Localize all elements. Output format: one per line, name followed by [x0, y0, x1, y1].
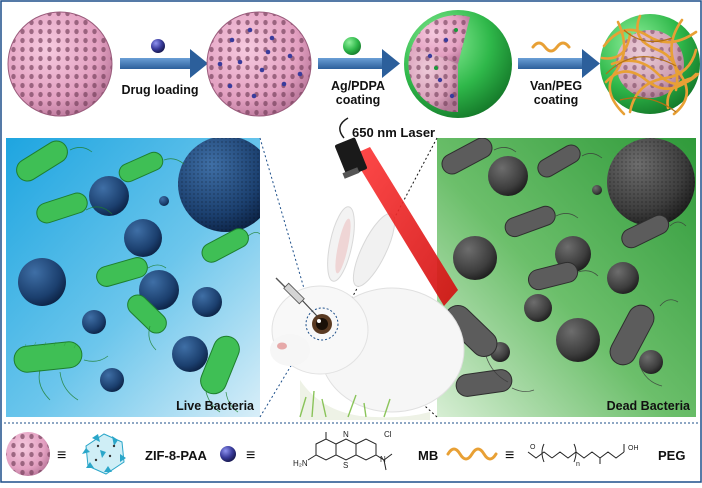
- peg-coated-sphere-icon: [600, 14, 700, 116]
- rabbit-icon: [270, 206, 465, 420]
- step-ag-pdpa-coating-label: coating: [336, 93, 380, 107]
- mof-sphere-icon: [7, 11, 113, 117]
- mb-label: MB: [418, 448, 438, 463]
- mb-structure-icon: H₂N N S Cl N: [293, 430, 393, 471]
- equiv-symbol: ≡: [505, 447, 514, 464]
- eye-target-circle: [305, 307, 339, 341]
- peg-legend-icon: [446, 447, 498, 461]
- step-van-peg-coating-label: coating: [534, 93, 578, 107]
- step-van-peg-label: Van/PEG: [530, 79, 582, 93]
- step-drug-loading-label: Drug loading: [121, 83, 198, 97]
- bacteria-icon: [441, 138, 670, 397]
- zif8-structure-icon: [82, 433, 126, 475]
- laser-device-icon: [335, 117, 367, 179]
- drug-sphere-icon: [151, 39, 165, 53]
- mb-nh2-text: H₂N: [293, 459, 308, 468]
- mb-legend-icon: [220, 446, 236, 462]
- dead-bacteria-label: Dead Bacteria: [607, 399, 691, 413]
- arrow-icon: [120, 49, 208, 78]
- mb-n-text: N: [343, 430, 349, 439]
- equiv-symbol: ≡: [246, 447, 255, 464]
- peg-n-text: n: [576, 461, 580, 468]
- syringe-icon: [275, 277, 318, 317]
- mb-nplus-text: N: [380, 455, 386, 464]
- peg-label: PEG: [658, 448, 685, 463]
- dead-bacteria-panel: Dead Bacteria: [437, 138, 696, 417]
- peg-structure-icon: O n OH: [527, 443, 639, 468]
- mb-s-text: S: [343, 461, 348, 470]
- step-ag-pdpa-label: Ag/PDPA: [331, 79, 385, 93]
- peg-chain-icon: [531, 41, 571, 53]
- mof-particle: [607, 138, 695, 226]
- legend-row: ≡ ZIF-8-PAA ≡: [4, 422, 698, 476]
- drug-loaded-sphere-icon: [206, 11, 312, 117]
- peg-oh-text: OH: [628, 445, 639, 452]
- mb-cl-text: Cl: [384, 430, 392, 439]
- laser-beam: [352, 147, 458, 306]
- bacteria-icon: [13, 140, 249, 395]
- ag-pdpa-sphere-icon: [343, 37, 361, 55]
- live-bacteria-panel: Live Bacteria: [6, 138, 260, 417]
- mof-particle: [178, 138, 260, 232]
- peg-o-text: O: [530, 444, 536, 451]
- arrow-icon: [518, 49, 600, 78]
- zif8-paa-label: ZIF-8-PAA: [145, 448, 207, 463]
- center-scene: 650 nm Laser: [259, 117, 465, 420]
- coated-sphere-icon: [404, 10, 512, 118]
- synthesis-row: Drug loading Ag/PDPA coating: [7, 10, 700, 118]
- equiv-symbol: ≡: [57, 447, 66, 464]
- arrow-icon: [318, 49, 400, 78]
- live-bacteria-label: Live Bacteria: [176, 399, 255, 413]
- mof-legend-icon: [6, 432, 50, 476]
- laser-label: 650 nm Laser: [352, 125, 435, 140]
